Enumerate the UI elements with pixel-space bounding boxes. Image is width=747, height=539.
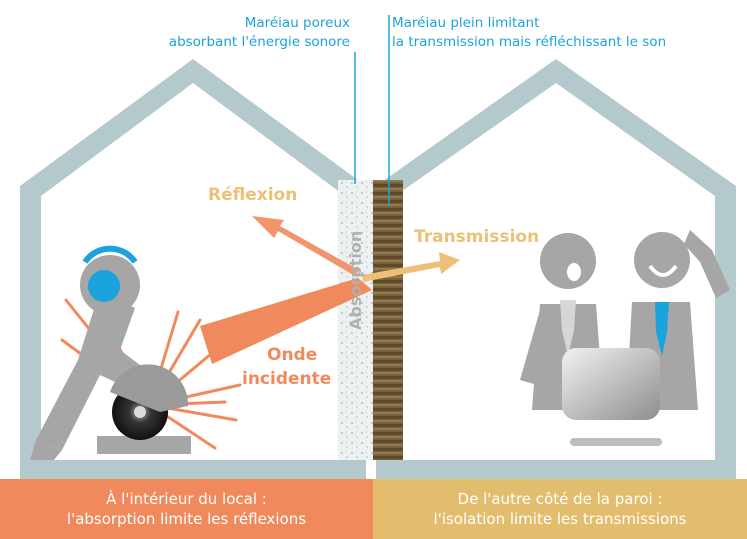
solid-layer — [373, 180, 403, 460]
solid-annotation-line2: la transmission mais réfléchissant le so… — [392, 34, 667, 50]
right-banner-line1: De l'autre côté de la paroi : — [457, 490, 663, 508]
left-banner: À l'intérieur du local : l'absorption li… — [0, 479, 373, 539]
porous-layer — [338, 180, 373, 460]
left-banner-line2: l'absorption limite les réflexions — [66, 510, 307, 528]
people-figures — [520, 230, 730, 446]
porous-annotation-line1: Maréiau poreux — [244, 15, 350, 31]
incident-label-line2: incidente — [242, 369, 331, 389]
right-banner: De l'autre côté de la paroi : l'isolatio… — [373, 479, 747, 539]
solid-annotation: Maréiau plein limitant la transmission m… — [392, 14, 732, 52]
reflection-arrow — [252, 216, 359, 276]
right-banner-line2: l'isolation limite les transmissions — [433, 510, 687, 528]
reflection-label: Réflexion — [208, 185, 297, 205]
porous-annotation: Maréiau poreux absorbant l'énergie sonor… — [120, 14, 350, 52]
porous-annotation-line2: absorbant l'énergie sonore — [168, 34, 350, 50]
absorption-label: Absorption — [346, 231, 365, 330]
solid-annotation-line1: Maréiau plein limitant — [392, 15, 540, 31]
incident-label-line1: Onde — [267, 345, 317, 365]
worker-figure — [30, 245, 242, 460]
transmission-label: Transmission — [414, 227, 539, 247]
left-banner-line1: À l'intérieur du local : — [106, 490, 267, 508]
incident-wave — [200, 278, 372, 364]
transmission-arrow — [362, 252, 460, 282]
